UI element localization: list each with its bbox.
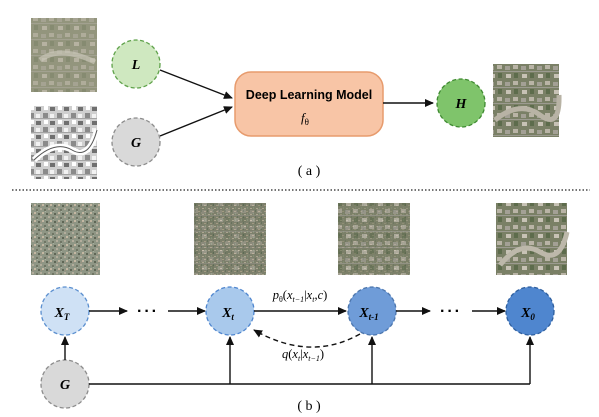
ellipsis-left: ··· <box>137 303 159 320</box>
model-subtitle: fθ <box>301 110 309 127</box>
panel-b-label: ( b ) <box>297 399 321 414</box>
low-resolution-image <box>31 18 97 92</box>
node-x-t-minus-1-label: Xt-1 <box>358 306 378 322</box>
node-guide-label: G <box>131 136 141 151</box>
panel-b: XT ··· Xt pθ(xt−1|xt,c) q(xt|xt−1) Xt-1 … <box>31 203 570 414</box>
image-x0 <box>496 203 570 275</box>
node-guide: G <box>111 117 161 167</box>
image-xt <box>194 203 266 275</box>
node-x-big-t: XT <box>40 286 90 336</box>
node-condition-guide: G <box>40 359 90 409</box>
high-resolution-image <box>493 64 562 137</box>
panel-a-label: ( a ) <box>298 164 321 179</box>
node-high-label: H <box>455 97 468 112</box>
node-condition-guide-label: G <box>60 378 70 393</box>
node-x-t-label: Xt <box>221 306 234 322</box>
panel-a: L G Deep Learning Model fθ H ( a ) <box>31 18 562 179</box>
node-x-0-label: X0 <box>520 306 535 322</box>
node-low-label: L <box>131 58 141 73</box>
formula-q: q(xt|xt−1) <box>282 347 324 363</box>
model-title: Deep Learning Model <box>246 88 372 102</box>
node-high-resolution: H <box>436 78 486 128</box>
guide-image <box>31 106 100 179</box>
arrow-l-to-model <box>159 69 233 99</box>
node-x-t: Xt <box>205 286 255 336</box>
ellipsis-right: ··· <box>440 303 462 320</box>
node-x-t-minus-1: Xt-1 <box>347 286 397 336</box>
arrow-g-to-model <box>159 106 233 137</box>
node-x-0: X0 <box>505 286 555 336</box>
image-xt-minus-1 <box>338 203 410 275</box>
formula-p-theta: pθ(xt−1|xt,c) <box>272 288 328 304</box>
noise-image-xt-big <box>31 203 100 275</box>
deep-learning-model-box: Deep Learning Model fθ <box>234 71 384 137</box>
node-x-big-t-label: XT <box>54 306 70 322</box>
dashed-reverse-arrow <box>253 329 361 348</box>
node-low-resolution: L <box>111 39 161 89</box>
